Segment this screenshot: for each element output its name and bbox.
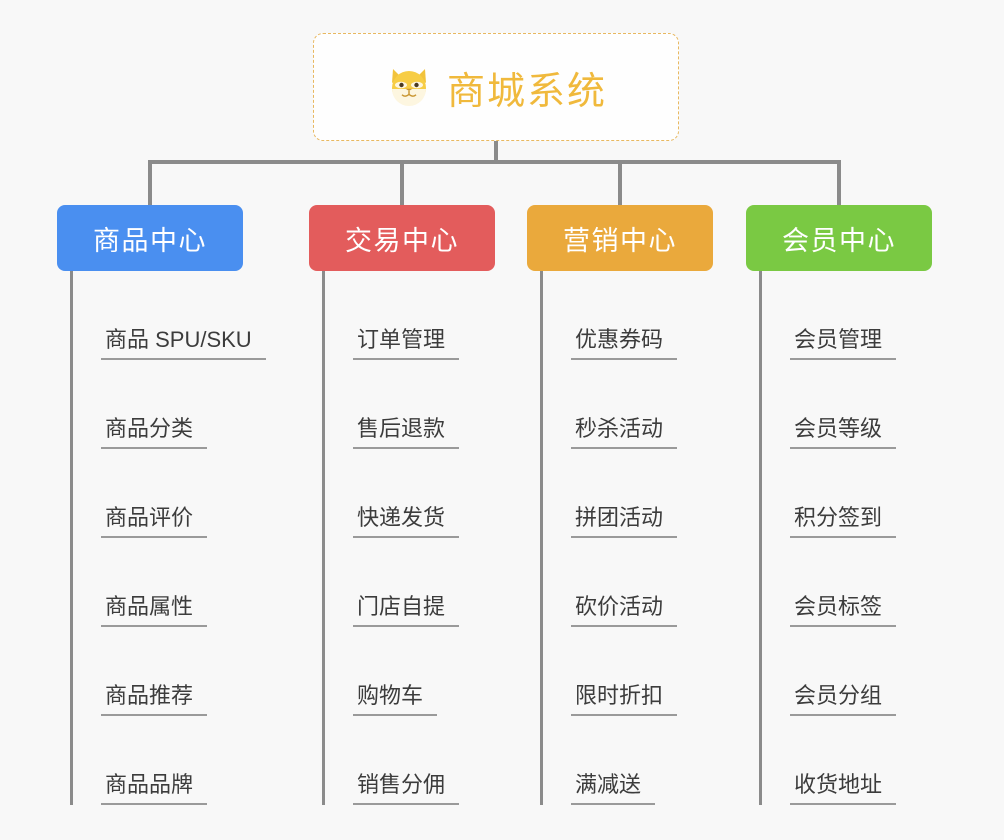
- leaf-item[interactable]: 销售分佣: [325, 716, 495, 805]
- leaf-item[interactable]: 会员等级: [762, 360, 932, 449]
- leaf-item-label: 收货地址: [790, 772, 897, 805]
- leaf-item-label: 售后退款: [353, 416, 460, 449]
- connector-stem: [494, 141, 498, 163]
- branch-column: 营销中心优惠券码秒杀活动拼团活动砍价活动限时折扣满减送: [527, 205, 713, 805]
- leaf-item[interactable]: 商品属性: [73, 538, 266, 627]
- branch-column: 会员中心会员管理会员等级积分签到会员标签会员分组收货地址: [746, 205, 932, 805]
- shiba-dog-face-icon: [385, 63, 433, 111]
- leaf-item[interactable]: 秒杀活动: [543, 360, 713, 449]
- branch-header-label: 交易中心: [345, 225, 459, 256]
- leaf-item-label: 秒杀活动: [571, 416, 678, 449]
- leaf-item-label: 商品品牌: [101, 772, 208, 805]
- leaf-list: 优惠券码秒杀活动拼团活动砍价活动限时折扣满减送: [540, 271, 713, 805]
- connector-drop-1: [148, 160, 152, 208]
- leaf-item[interactable]: 收货地址: [762, 716, 932, 805]
- leaf-item-label: 会员标签: [790, 594, 897, 627]
- leaf-list: 订单管理售后退款快递发货门店自提购物车销售分佣: [322, 271, 495, 805]
- leaf-item[interactable]: 商品品牌: [73, 716, 266, 805]
- leaf-item-label: 拼团活动: [571, 505, 678, 538]
- leaf-item-label: 会员管理: [790, 327, 897, 360]
- connector-drop-3: [618, 160, 622, 208]
- leaf-list: 商品 SPU/SKU 商品分类商品评价商品属性商品推荐商品品牌: [70, 271, 266, 805]
- leaf-item-label: 快递发货: [353, 505, 460, 538]
- leaf-item[interactable]: 售后退款: [325, 360, 495, 449]
- connector-drop-2: [400, 160, 404, 208]
- leaf-item-label: 满减送: [571, 772, 656, 805]
- leaf-item-label: 会员等级: [790, 416, 897, 449]
- branch-column: 商品中心商品 SPU/SKU 商品分类商品评价商品属性商品推荐商品品牌: [57, 205, 266, 805]
- leaf-item[interactable]: 订单管理: [325, 271, 495, 360]
- leaf-item-label: 门店自提: [353, 594, 460, 627]
- leaf-item-label: 商品评价: [101, 505, 208, 538]
- leaf-item-label: 会员分组: [790, 683, 897, 716]
- leaf-item[interactable]: 积分签到: [762, 449, 932, 538]
- leaf-item[interactable]: 会员分组: [762, 627, 932, 716]
- leaf-item-label: 订单管理: [353, 327, 460, 360]
- branch-header[interactable]: 营销中心: [527, 205, 713, 271]
- leaf-item[interactable]: 快递发货: [325, 449, 495, 538]
- leaf-item[interactable]: 购物车: [325, 627, 495, 716]
- leaf-item[interactable]: 商品推荐: [73, 627, 266, 716]
- branch-header[interactable]: 商品中心: [57, 205, 243, 271]
- leaf-item[interactable]: 门店自提: [325, 538, 495, 627]
- root-node[interactable]: 商城系统: [313, 33, 679, 141]
- leaf-item-label: 商品分类: [101, 416, 208, 449]
- leaf-item[interactable]: 满减送: [543, 716, 713, 805]
- leaf-item-label: 积分签到: [790, 505, 897, 538]
- connector-drop-4: [837, 160, 841, 208]
- leaf-item[interactable]: 优惠券码: [543, 271, 713, 360]
- leaf-item[interactable]: 拼团活动: [543, 449, 713, 538]
- leaf-item-label: 商品推荐: [101, 683, 208, 716]
- leaf-item[interactable]: 商品分类: [73, 360, 266, 449]
- branch-header-label: 营销中心: [563, 225, 677, 256]
- branch-header-label: 会员中心: [782, 225, 896, 256]
- leaf-item[interactable]: 会员标签: [762, 538, 932, 627]
- branch-header[interactable]: 会员中心: [746, 205, 932, 271]
- leaf-item-label: 商品属性: [101, 594, 208, 627]
- leaf-item-label: 优惠券码: [571, 327, 678, 360]
- leaf-item[interactable]: 商品 SPU/SKU: [73, 271, 266, 360]
- branch-column: 交易中心订单管理售后退款快递发货门店自提购物车销售分佣: [309, 205, 495, 805]
- leaf-item-label: 砍价活动: [571, 594, 678, 627]
- leaf-item[interactable]: 会员管理: [762, 271, 932, 360]
- leaf-item[interactable]: 商品评价: [73, 449, 266, 538]
- leaf-list: 会员管理会员等级积分签到会员标签会员分组收货地址: [759, 271, 932, 805]
- leaf-item-label: 限时折扣: [571, 683, 678, 716]
- branch-header[interactable]: 交易中心: [309, 205, 495, 271]
- leaf-item-label: 商品 SPU/SKU: [101, 327, 266, 360]
- leaf-item[interactable]: 限时折扣: [543, 627, 713, 716]
- leaf-item[interactable]: 砍价活动: [543, 538, 713, 627]
- root-title: 商城系统: [446, 70, 607, 113]
- connector-horizontal-bar: [150, 160, 839, 164]
- branch-header-label: 商品中心: [93, 225, 207, 256]
- leaf-item-label: 购物车: [353, 683, 438, 716]
- leaf-item-label: 销售分佣: [353, 772, 460, 805]
